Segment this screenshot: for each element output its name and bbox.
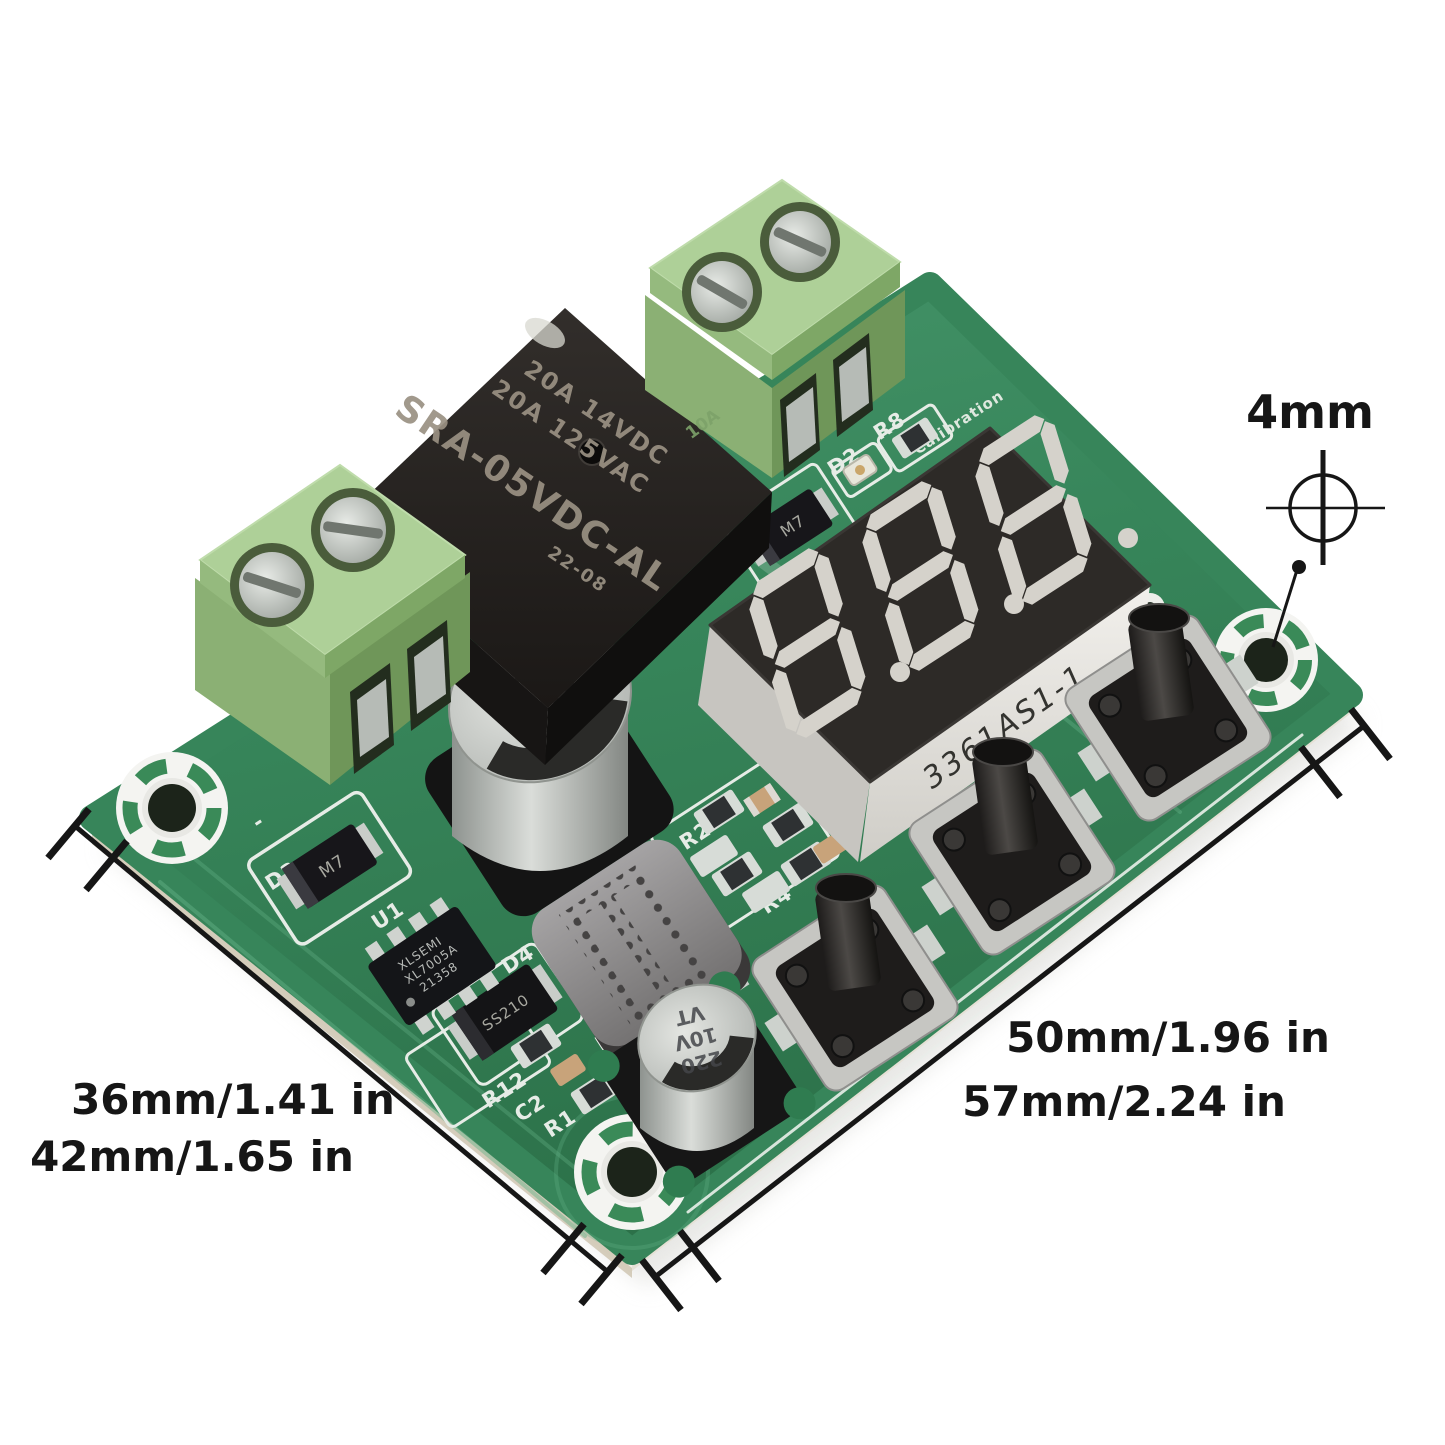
diode-d3: M7: [276, 822, 384, 910]
push-button-2: [908, 737, 1116, 956]
smd-resistor: [510, 1023, 562, 1069]
smd-components: M7 M7 SS210 XLSEMI XL7005A 21358: [276, 417, 938, 1115]
crosshair-symbol: [1266, 450, 1385, 648]
silkscreen-border-line: [686, 733, 1304, 1214]
dimension-label-57mm: 57mm/2.24 in: [962, 1077, 1286, 1126]
pointer-dot: [1292, 560, 1306, 574]
smd-resistor: [742, 871, 790, 913]
terminal-screw: [230, 543, 314, 627]
push-buttons: [751, 603, 1272, 1092]
terminal-block-top: 10A: [645, 178, 905, 478]
dimension-line-left: [45, 806, 625, 1307]
push-button-3: [751, 873, 959, 1092]
capacitor-polarity-stripe: [640, 985, 754, 1091]
push-button-1: [1064, 603, 1272, 822]
relay-dimple: [578, 438, 606, 466]
terminal-screw: [682, 252, 762, 332]
smd-resistor: [693, 789, 745, 835]
terminal-screw: [760, 202, 840, 282]
silkscreen-outline-d2: [831, 441, 893, 499]
silkscreen-outline-d3: [247, 790, 413, 946]
smd-resistor: [711, 851, 763, 897]
board-edge-left-shadow: [92, 834, 632, 1278]
button-stem-top: [972, 737, 1034, 767]
pointer-line: [1271, 569, 1299, 648]
terminal-screw: [311, 488, 395, 572]
diode-d4: SS210: [447, 964, 563, 1061]
mounting-hole-left: [116, 752, 228, 864]
smd-capacitor: [550, 1054, 586, 1086]
smd-resistor: [690, 835, 738, 877]
electrolytic-capacitor-small: 220 10V VT: [587, 971, 816, 1198]
smd-resistor-r8: [892, 417, 938, 459]
decimal-point: [890, 662, 910, 682]
decimal-point: [1118, 528, 1138, 548]
button-stem-top: [815, 873, 877, 903]
smd-resistor: [762, 802, 814, 848]
dimension-label-36mm: 36mm/1.41 in: [71, 1075, 395, 1124]
decimal-point: [1004, 594, 1024, 614]
smd-capacitor: [743, 782, 781, 818]
dimension-label-50mm: 50mm/1.96 in: [1006, 1013, 1330, 1062]
hole-diameter-label: 4mm: [1246, 385, 1374, 439]
display-digits: [734, 406, 1138, 747]
inductor-dot-marking: [565, 916, 639, 1019]
led-d2: [842, 453, 878, 487]
dimension-line-right: [639, 706, 1393, 1313]
regulator-ic: XLSEMI XL7005A 21358: [364, 897, 500, 1035]
button-stem-top: [1128, 603, 1190, 633]
silkscreen-outline-r8: [876, 403, 954, 473]
capacitor-polarity-stripe: [451, 619, 629, 781]
terminal-block-left: [195, 463, 470, 785]
relay-scuff: [525, 317, 565, 349]
dimension-label-42mm: 42mm/1.65 in: [30, 1132, 354, 1181]
dimension-annotations: 36mm/1.41 in 42mm/1.65 in 50mm/1.96 in 5…: [30, 385, 1393, 1313]
